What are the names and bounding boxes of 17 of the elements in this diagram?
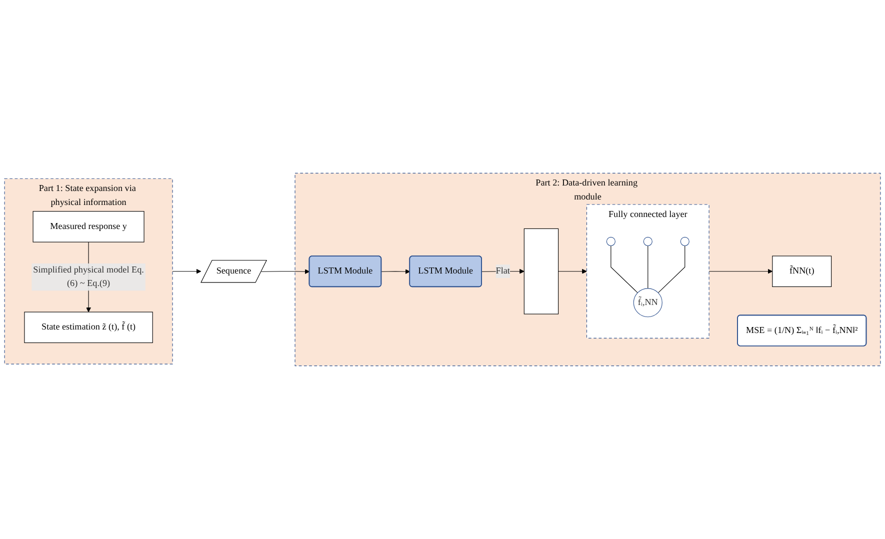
node-box: Measured response y (32, 211, 144, 242)
connector (658, 245, 686, 294)
node-circle: f̃ᵢ,NN (633, 288, 662, 318)
node-circle (643, 236, 652, 246)
node-box: f̃NN(t) (772, 256, 832, 287)
arrow (381, 269, 410, 274)
arrow (172, 268, 202, 274)
connector (610, 245, 638, 294)
node-circle (680, 236, 690, 246)
arrow (261, 269, 310, 274)
node-box: State estimation z̃ (t), f̃ (t) (24, 312, 153, 344)
arrow (708, 268, 773, 274)
node-circle (606, 236, 616, 246)
node-bar (524, 228, 559, 314)
edge-label: Flat (496, 266, 510, 276)
edge-label: Simplified physical model Eq.(6) ~ Eq.(9) (33, 265, 144, 288)
arrow (558, 268, 587, 274)
